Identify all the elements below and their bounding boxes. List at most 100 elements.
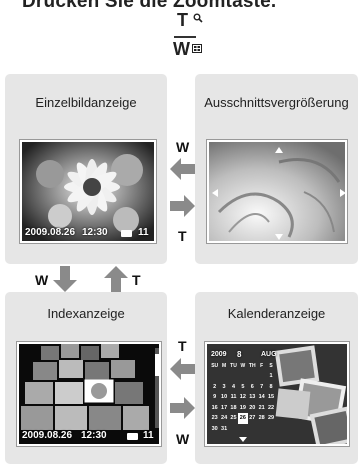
calendar-day[interactable]: 21	[258, 404, 265, 411]
calendar-day[interactable]: 5	[241, 383, 245, 390]
calendar-day-selected[interactable]: 26	[238, 413, 248, 424]
panel-title: Indexanzeige	[47, 306, 125, 321]
time-display: 12:30	[82, 227, 108, 238]
calendar-day[interactable]: 17	[221, 404, 228, 411]
label-to-index-from-calendar: W	[176, 431, 190, 447]
weekday-header: S	[269, 363, 273, 369]
calendar-day[interactable]: 27	[249, 415, 256, 421]
label-to-single-from-index: T	[132, 272, 141, 288]
calendar-day[interactable]: 23	[211, 415, 218, 421]
calendar-day[interactable]	[238, 371, 247, 382]
weekday-header: SU	[211, 363, 219, 369]
calendar-day[interactable]: 28	[258, 415, 265, 421]
protect-icon	[127, 433, 138, 440]
frame-number: 11	[138, 227, 149, 238]
calendar-day[interactable]: 10	[221, 394, 228, 400]
panel-title: Ausschnittsvergrößerung	[204, 95, 349, 110]
label-to-index: W	[35, 272, 49, 288]
arrow-down-icon	[53, 266, 77, 292]
arrow-right-icon	[170, 195, 195, 217]
calendar-day[interactable]	[257, 371, 266, 382]
calendar-day[interactable]: 29	[267, 415, 275, 421]
calendar-day[interactable]	[257, 424, 266, 435]
calendar-day[interactable]: 25	[230, 415, 237, 421]
single-view-screen: 2009.08.26 12:30 11	[20, 140, 156, 243]
panel-close-up-view: Ausschnittsvergrößerung	[195, 74, 358, 264]
arrow-left-icon	[170, 358, 195, 380]
protect-icon	[121, 230, 132, 237]
calendar-day[interactable]: 13	[249, 394, 256, 400]
calendar-day[interactable]: 3	[222, 383, 226, 390]
calendar-day[interactable]	[229, 424, 238, 435]
calendar-day[interactable]: 15	[267, 394, 275, 400]
pan-down-icon	[275, 234, 283, 240]
label-to-zoom: T	[178, 228, 187, 244]
arrow-up-icon	[104, 266, 128, 292]
panel-title: Kalenderanzeige	[227, 306, 326, 321]
weekday-header: TU	[230, 363, 237, 369]
weekday-header: F	[260, 363, 264, 369]
calendar-day[interactable]: 2	[213, 383, 217, 390]
frame-number: 11	[143, 430, 154, 441]
calendar-day[interactable]	[266, 424, 275, 435]
date-display: 2009.08.26	[25, 227, 76, 238]
pan-right-icon	[340, 189, 345, 197]
calendar-scroll-down-icon	[239, 437, 247, 442]
panel-title: Einzelbildanzeige	[35, 95, 137, 110]
calendar-day[interactable]: 22	[267, 404, 275, 411]
time-display: 12:30	[81, 430, 107, 441]
weekday-header: TH	[248, 363, 256, 369]
weekday-header: M	[222, 363, 227, 369]
calendar-day[interactable]: 30	[211, 425, 218, 432]
calendar-day[interactable]	[210, 371, 219, 382]
calendar-day[interactable]	[248, 424, 257, 435]
wide-label: W	[173, 39, 190, 59]
index-grid-icon	[192, 44, 202, 53]
calendar-day[interactable]: 14	[258, 394, 265, 400]
index-scrollbar	[155, 348, 159, 428]
close-up-screen	[207, 140, 347, 243]
panel-index-view: Indexanzeige 2009.08.26 12:30 11	[5, 292, 167, 464]
calendar-day[interactable]: 7	[260, 383, 264, 390]
calendar-day[interactable]	[219, 371, 228, 382]
calendar-year: 2009	[211, 351, 227, 358]
date-display: 2009.08.26	[22, 430, 73, 441]
calendar-day[interactable]	[248, 371, 257, 382]
calendar-day[interactable]: 8	[269, 383, 273, 390]
flower-photo	[22, 142, 154, 241]
calendar-day[interactable]: 18	[230, 404, 237, 411]
index-view-screen: 2009.08.26 12:30 11	[17, 342, 161, 446]
calendar-day[interactable]: 12	[239, 394, 246, 400]
calendar-day[interactable]: 20	[249, 404, 256, 411]
calendar-day[interactable]: 11	[230, 394, 237, 400]
calendar-month-number: 8	[237, 350, 242, 359]
calendar-day[interactable]: 4	[231, 383, 235, 390]
calendar-week-row: 1	[210, 371, 276, 382]
arrow-right-icon	[170, 397, 195, 419]
calendar-day[interactable]: 1	[269, 373, 273, 379]
zoom-lever-diagram: T W	[171, 10, 221, 64]
calendar-month-name: AUG	[261, 351, 277, 358]
calendar-day[interactable]: 16	[211, 404, 218, 411]
arrow-left-icon	[170, 158, 195, 180]
calendar-day[interactable]: 6	[250, 383, 254, 390]
calendar-day[interactable]: 19	[239, 404, 246, 411]
calendar-day[interactable]	[229, 371, 238, 382]
weekday-header: W	[240, 363, 246, 369]
panel-single-view: Einzelbildanzeige 2009.08.26 12:30	[5, 74, 167, 264]
calendar-day[interactable]: 24	[221, 415, 228, 421]
instruction-text: Drücken Sie die Zoomtaste.	[22, 0, 277, 12]
calendar-background-photos	[207, 344, 347, 444]
calendar-day[interactable]: 31	[221, 425, 228, 432]
calendar-day[interactable]: 9	[213, 394, 217, 400]
thumbnail-grid	[19, 344, 159, 444]
calendar-day[interactable]	[238, 424, 247, 435]
